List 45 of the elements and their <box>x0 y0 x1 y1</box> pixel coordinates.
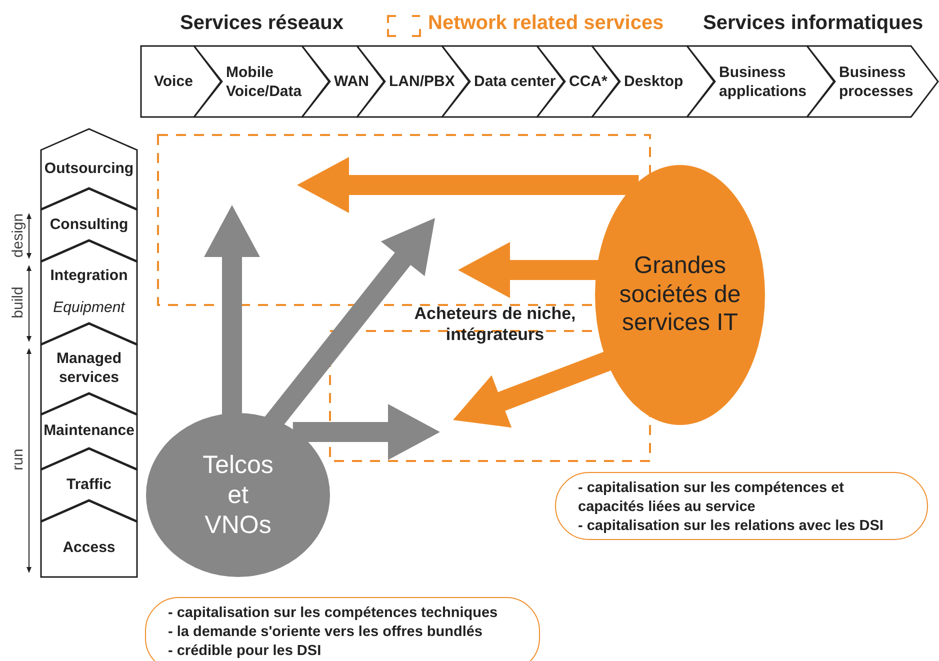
segment-label: Managed services <box>55 349 122 387</box>
group-label: Acheteurs de niche, intégrateurs <box>413 303 577 345</box>
note-bubble <box>145 597 540 661</box>
segment-label: Equipment <box>53 298 125 317</box>
segment-label: Integration <box>50 266 128 286</box>
stack-segment <box>40 448 138 522</box>
organization-name: Telcos et VNOs <box>202 450 274 540</box>
step-label: LAN/PBX <box>389 72 455 91</box>
phase-label: run <box>10 448 26 472</box>
section-heading: Services informatiques <box>703 12 924 35</box>
step-label: Voice <box>154 72 193 91</box>
legend-label: Network related services <box>428 12 664 35</box>
chevron-step <box>807 45 939 118</box>
stack-segment <box>40 128 138 210</box>
bullet-text: - la demande s'oriente vers les offres bundlés <box>168 623 484 642</box>
section-heading: Services réseaux <box>180 12 344 35</box>
phase-label: build <box>10 286 26 320</box>
stack-segment <box>40 188 138 262</box>
thick-arrow <box>204 205 260 418</box>
chevron-step <box>140 45 222 118</box>
stack-segment <box>40 500 138 578</box>
bullet-text: - capitalisation sur les compétences techniques <box>168 604 499 623</box>
step-label: Mobile Voice/Data <box>226 62 303 100</box>
step-label: Business applications <box>719 62 808 100</box>
segment-label: Access <box>62 538 116 556</box>
segment-label: Consulting <box>50 214 128 234</box>
bullet-text: - capitalisation sur les relations avec les DSI <box>578 517 884 536</box>
organization-name: Grandes sociétés de services IT <box>618 252 742 338</box>
bullet-text: - capitalisation sur les compétences et capacités liées au service <box>578 479 845 517</box>
segment-label: Traffic <box>66 474 112 494</box>
thick-arrow <box>458 242 601 298</box>
segment-label: Outsourcing <box>44 158 134 178</box>
stack-segment <box>40 240 138 345</box>
thick-arrow <box>297 157 639 213</box>
bullet-text: - crédible pour les DSI <box>168 642 322 661</box>
step-label: Desktop <box>624 72 684 91</box>
chevron-step <box>194 45 330 118</box>
step-label: WAN <box>334 72 369 91</box>
chevron-step <box>302 45 385 118</box>
segment-label: Maintenance <box>44 421 134 440</box>
step-label: Business processes <box>839 62 914 100</box>
phase-label: design <box>10 212 26 260</box>
step-label: CCA* <box>569 72 608 91</box>
thick-arrow <box>292 404 440 460</box>
step-label: Data center <box>474 72 556 91</box>
